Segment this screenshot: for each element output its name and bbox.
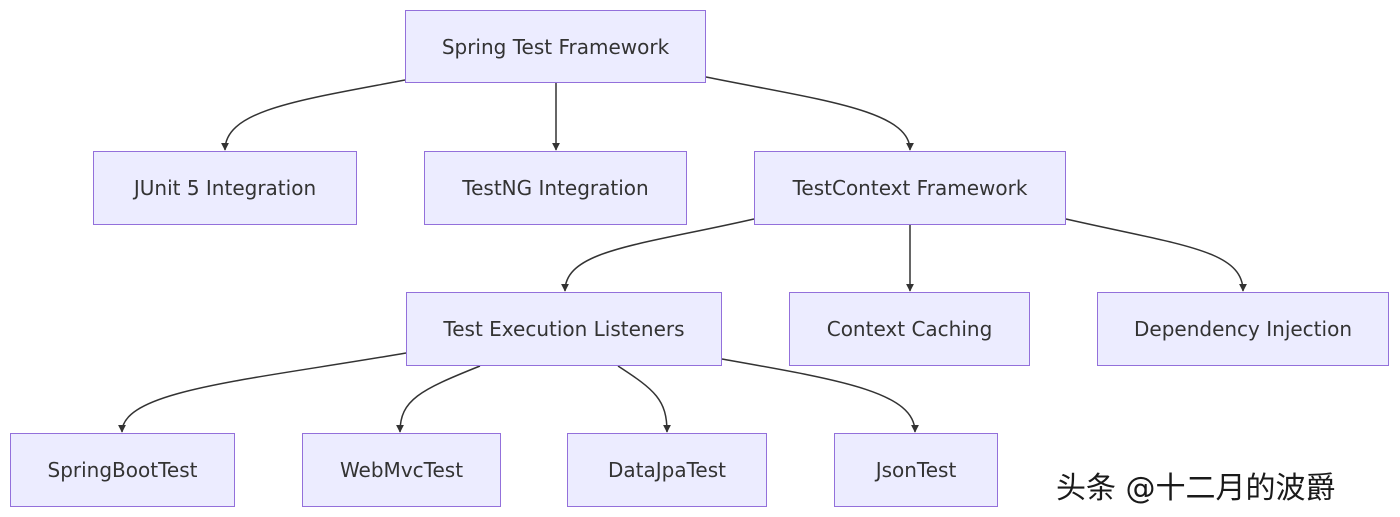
- node-datajpatest: DataJpaTest: [567, 433, 767, 507]
- node-webmvctest: WebMvcTest: [302, 433, 501, 507]
- edge-listeners-springboottest: [118, 352, 407, 433]
- node-label: Spring Test Framework: [441, 34, 670, 59]
- edge-listeners-jsontest: [721, 358, 919, 433]
- node-label: Context Caching: [826, 317, 993, 341]
- node-label: JUnit 5 Integration: [133, 176, 317, 200]
- node-label: TestContext Framework: [792, 176, 1028, 200]
- edge-testcontext-listeners: [561, 218, 755, 292]
- edge-root-junit: [221, 79, 406, 151]
- node-test-execution-listeners: Test Execution Listeners: [406, 292, 722, 366]
- watermark: 头条 @十二月的波爵: [1056, 463, 1386, 507]
- node-jsontest: JsonTest: [834, 433, 998, 507]
- node-junit5-integration: JUnit 5 Integration: [93, 151, 357, 225]
- edge-listeners-datajpatest: [617, 365, 671, 433]
- node-label: TestNG Integration: [462, 176, 649, 200]
- watermark-text: 头条 @十二月的波爵: [1056, 471, 1336, 506]
- node-label: SpringBootTest: [47, 458, 198, 482]
- edge-root-testcontext: [705, 76, 914, 151]
- node-springboottest: SpringBootTest: [10, 433, 235, 507]
- edge-testcontext-di: [1065, 218, 1247, 292]
- node-label: DataJpaTest: [608, 458, 726, 482]
- node-label: Dependency Injection: [1134, 317, 1352, 341]
- node-testng-integration: TestNG Integration: [424, 151, 687, 225]
- node-spring-test-framework: Spring Test Framework: [405, 10, 706, 83]
- node-context-caching: Context Caching: [789, 292, 1030, 366]
- node-label: WebMvcTest: [339, 458, 464, 482]
- edge-listeners-webmvctest: [396, 365, 481, 433]
- node-testcontext-framework: TestContext Framework: [754, 151, 1066, 225]
- node-label: Test Execution Listeners: [443, 317, 685, 341]
- node-label: JsonTest: [875, 458, 957, 482]
- node-dependency-injection: Dependency Injection: [1097, 292, 1389, 366]
